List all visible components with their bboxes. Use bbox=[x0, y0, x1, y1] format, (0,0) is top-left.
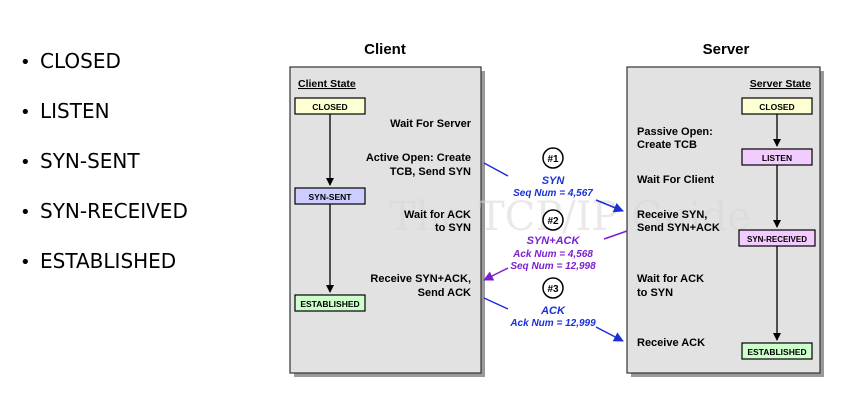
server-title: Server bbox=[703, 41, 750, 58]
client-syn-sent-label: SYN-SENT bbox=[309, 192, 353, 202]
state-bullet-list: •CLOSED •LISTEN •SYN-SENT •SYN-RECEIVED … bbox=[20, 46, 188, 296]
synack-seq-num: Seq Num = 12,998 bbox=[510, 261, 596, 272]
server-passive-open-line2: Create TCB bbox=[637, 139, 697, 151]
bullet-item: • CLOSED bbox=[20, 46, 188, 96]
bullet-item: • SYN-SENT bbox=[20, 146, 188, 196]
synack-name: SYN+ACK bbox=[527, 235, 581, 247]
bullet-dot: • bbox=[20, 52, 31, 73]
bullet-label: LISTEN bbox=[40, 99, 110, 123]
step-3-circle bbox=[542, 277, 564, 299]
watermark: The TCP/IP Guide bbox=[389, 194, 751, 240]
client-wait-ack-line1: Wait for ACK bbox=[404, 209, 471, 221]
syn-arrow bbox=[483, 162, 509, 177]
syn-name: SYN bbox=[542, 175, 566, 187]
bullet-item: • LISTEN bbox=[20, 96, 188, 146]
bullet-dot: • bbox=[20, 102, 31, 123]
client-wait-server: Wait For Server bbox=[390, 118, 472, 130]
server-receive-syn-line2: Send SYN+ACK bbox=[637, 222, 720, 234]
bullet-label: SYN-RECEIVED bbox=[40, 199, 188, 223]
ack-arrow-tail bbox=[595, 326, 624, 342]
step-1-label: #1 bbox=[547, 154, 559, 165]
client-title: Client bbox=[364, 41, 406, 58]
synack-arrow bbox=[483, 267, 509, 281]
bullet-item: • ESTABLISHED bbox=[20, 246, 188, 296]
client-state-header: Client State bbox=[298, 78, 356, 90]
bullet-dot: • bbox=[20, 202, 31, 223]
tcp-handshake-diagram: Client Server The TCP/IP Guide Client St… bbox=[289, 41, 824, 377]
step-1-circle bbox=[542, 147, 564, 169]
server-wait-ack-line2: to SYN bbox=[637, 287, 673, 299]
server-established-label: ESTABLISHED bbox=[747, 347, 806, 357]
server-passive-open-line1: Passive Open: bbox=[637, 126, 713, 138]
synack-arrow-head bbox=[603, 230, 628, 240]
server-syn-received-label: SYN-RECEIVED bbox=[747, 235, 807, 244]
server-listen-label: LISTEN bbox=[762, 153, 792, 163]
syn-arrow-tail bbox=[595, 199, 624, 213]
ack-ack-num: Ack Num = 12,999 bbox=[509, 318, 596, 329]
client-wait-ack-line2: to SYN bbox=[435, 222, 471, 234]
bullet-label: SYN-SENT bbox=[40, 149, 140, 173]
bullet-dot: • bbox=[20, 152, 31, 173]
client-panel bbox=[289, 66, 482, 374]
synack-ack-num: Ack Num = 4,568 bbox=[512, 249, 593, 260]
client-active-open-line2: TCB, Send SYN bbox=[390, 166, 471, 178]
step-2-label: #2 bbox=[547, 216, 559, 227]
server-wait-client: Wait For Client bbox=[637, 174, 715, 186]
client-closed-label: CLOSED bbox=[312, 102, 347, 112]
client-receive-synack-line2: Send ACK bbox=[418, 287, 471, 299]
step-3-label: #3 bbox=[547, 284, 559, 295]
bullet-item: • SYN-RECEIVED bbox=[20, 196, 188, 246]
client-receive-synack-line1: Receive SYN+ACK, bbox=[370, 273, 471, 285]
step-2-circle bbox=[542, 209, 564, 231]
server-receive-ack: Receive ACK bbox=[637, 337, 705, 349]
syn-seq-num: Seq Num = 4,567 bbox=[513, 188, 593, 199]
ack-name: ACK bbox=[540, 305, 566, 317]
server-wait-ack-line1: Wait for ACK bbox=[637, 273, 704, 285]
server-state-header: Server State bbox=[750, 78, 811, 90]
bullet-label: CLOSED bbox=[40, 49, 121, 73]
bullet-label: ESTABLISHED bbox=[40, 249, 177, 273]
client-established-state bbox=[294, 294, 366, 312]
ack-arrow bbox=[483, 297, 509, 310]
bullet-dot: • bbox=[20, 252, 31, 273]
client-established-label: ESTABLISHED bbox=[300, 299, 359, 309]
server-established-state bbox=[741, 342, 813, 360]
server-receive-syn-line1: Receive SYN, bbox=[637, 209, 707, 221]
client-active-open-line1: Active Open: Create bbox=[366, 152, 471, 164]
server-closed-label: CLOSED bbox=[759, 102, 794, 112]
server-panel bbox=[626, 66, 821, 374]
